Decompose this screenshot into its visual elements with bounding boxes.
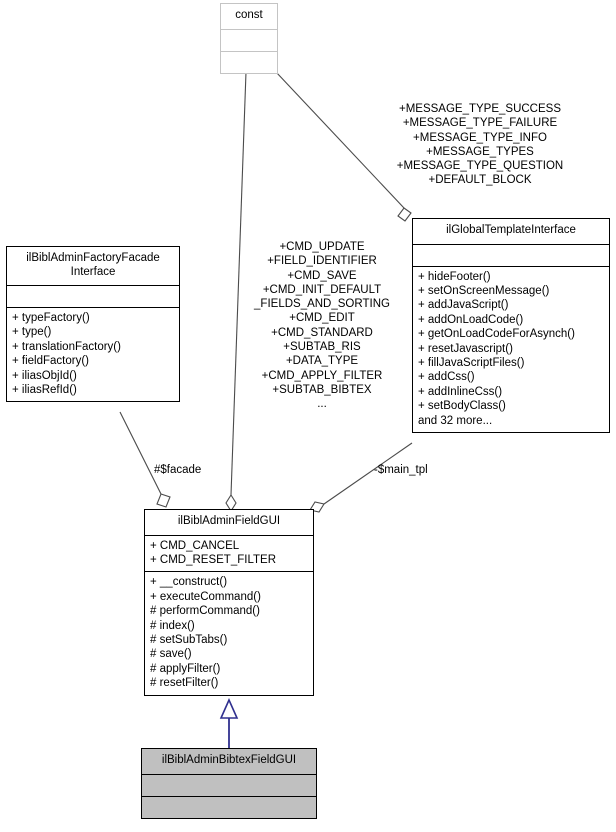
class-attributes-admin-bibtex-field-gui: [142, 775, 316, 796]
class-title-factory-facade-interface: ilBiblAdminFactoryFacade Interface: [26, 252, 160, 278]
class-separator: [145, 571, 313, 573]
class-title-admin-field-gui: ilBiblAdminFieldGUI: [177, 515, 281, 527]
class-box-const[interactable]: const: [220, 3, 278, 74]
inheritance-arrowhead: [219, 698, 239, 719]
class-title-admin-bibtex-field-gui: ilBiblAdminBibtexFieldGUI: [161, 754, 297, 766]
edge-global-template-to-field-gui: [323, 442, 413, 505]
diamond-field-gui-facade: [156, 493, 171, 508]
class-separator: [142, 773, 316, 775]
class-separator: [145, 534, 313, 536]
class-attributes-global-template-interface: [413, 245, 609, 266]
class-separator: [142, 795, 316, 797]
class-separator: [7, 307, 179, 308]
diamond-global-template-const: [397, 207, 412, 222]
edge-label-const-to-global-template: +MESSAGE_TYPE_SUCCESS +MESSAGE_TYPE_FAIL…: [396, 103, 564, 187]
class-separator: [221, 50, 277, 52]
edge-const-to-field-gui: [230, 71, 247, 496]
class-box-admin-field-gui[interactable]: ilBiblAdminFieldGUI + CMD_CANCEL + CMD_R…: [144, 509, 314, 696]
class-attributes-const: [221, 30, 277, 51]
edge-label-const-to-field-gui: +CMD_UPDATE +FIELD_IDENTIFIER +CMD_SAVE …: [254, 241, 390, 411]
class-separator: [221, 28, 277, 30]
edge-label-facade: #$facade: [154, 464, 202, 476]
edge-facade-to-field-gui: [119, 411, 162, 495]
class-separator: [413, 265, 609, 267]
class-operations-factory-facade-interface: + typeFactory() + type() + translationFa…: [12, 312, 121, 397]
class-attributes-factory-facade-interface: [7, 286, 179, 307]
class-operations-global-template-interface: + hideFooter() + setOnScreenMessage() + …: [418, 270, 575, 427]
class-box-global-template-interface[interactable]: ilGlobalTemplateInterface + hideFooter()…: [412, 218, 610, 433]
class-separator: [413, 243, 609, 245]
class-title-const: const: [235, 9, 263, 21]
class-operations-admin-bibtex-field-gui: [142, 797, 316, 818]
edge-const-to-global-template: [275, 71, 405, 209]
edge-label-main-tpl: -$main_tpl: [374, 464, 428, 476]
class-operations-admin-field-gui: + __construct() + executeCommand() # per…: [150, 576, 261, 690]
class-title-global-template-interface: ilGlobalTemplateInterface: [446, 224, 576, 236]
class-operations-const: [221, 52, 277, 73]
class-box-admin-bibtex-field-gui[interactable]: ilBiblAdminBibtexFieldGUI: [141, 748, 317, 819]
class-attributes-admin-field-gui: + CMD_CANCEL + CMD_RESET_FILTER: [150, 539, 276, 566]
class-box-factory-facade-interface[interactable]: ilBiblAdminFactoryFacade Interface + typ…: [6, 246, 180, 403]
class-separator: [7, 285, 179, 286]
